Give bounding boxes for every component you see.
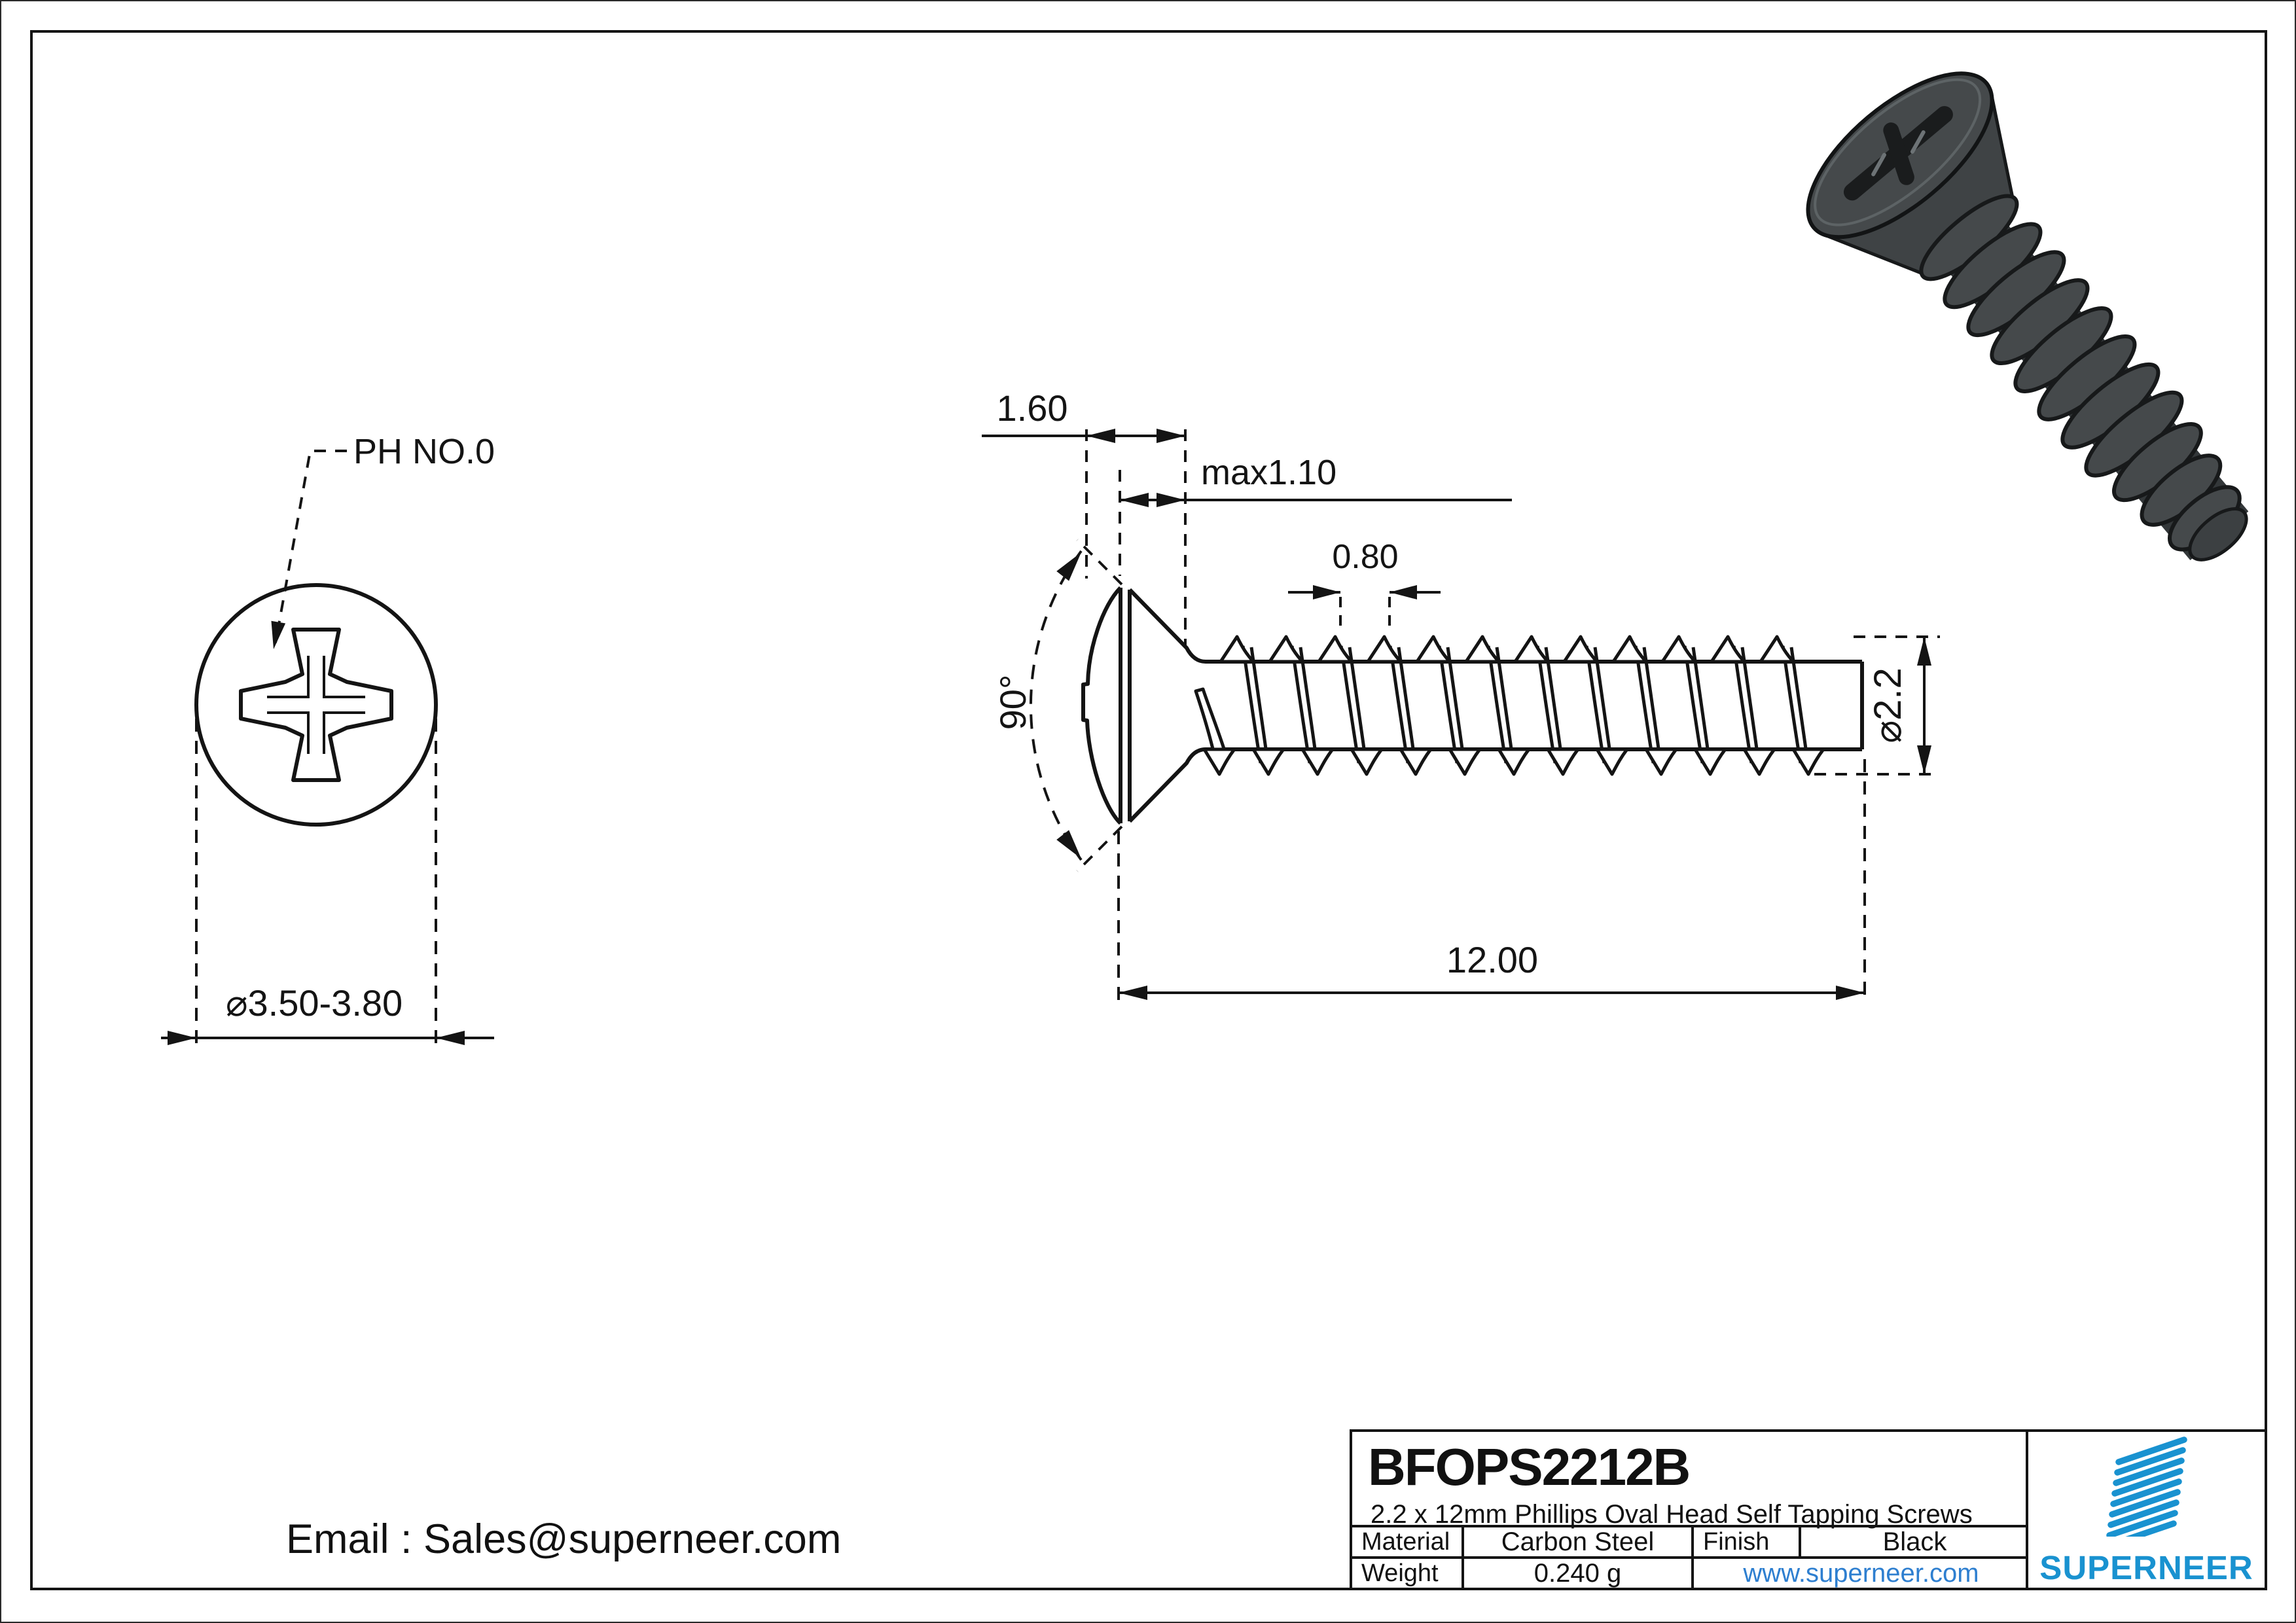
phillips-recess-outline xyxy=(239,628,393,782)
website-link[interactable]: www.superneer.com xyxy=(1691,1559,2028,1588)
finish-label: Finish xyxy=(1691,1527,1799,1556)
angle-label: 90° xyxy=(992,675,1033,730)
pitch-label: 0.80 xyxy=(1332,538,1398,576)
table-row: Weight 0.240 g www.superneer.com xyxy=(1352,1556,2028,1588)
head-diameter-label: ⌀3.50-3.80 xyxy=(226,982,403,1024)
dim-arrow xyxy=(436,1031,465,1045)
length-label: 12.00 xyxy=(1446,939,1538,980)
angle-arc xyxy=(1030,550,1083,861)
dim-arrow xyxy=(1917,637,1931,666)
brand-logo-panel: SUPERNEER xyxy=(2026,1432,2265,1588)
phillips-recess-inner xyxy=(267,656,365,754)
screw-head-rim xyxy=(1814,78,1982,226)
part-number: BFOPS2212B xyxy=(1368,1438,1691,1496)
dim-arrow xyxy=(1056,830,1081,859)
title-block: BFOPS2212B 2.2 x 12mm Phillips Oval Head… xyxy=(1350,1429,2267,1590)
material-label: Material xyxy=(1361,1527,1450,1556)
spec-table: Material Carbon Steel Finish Black Weigh… xyxy=(1352,1525,2028,1588)
dim-arrow xyxy=(1836,986,1865,1000)
recess-size-label: PH NO.0 xyxy=(353,432,495,471)
dim-arrow xyxy=(1313,585,1340,599)
ext-line xyxy=(1339,597,1391,632)
phillips-cross-3d xyxy=(1843,106,1953,201)
sheet-border-frame xyxy=(30,30,2267,1590)
dim-arrow xyxy=(168,1031,196,1045)
title-block-info: BFOPS2212B 2.2 x 12mm Phillips Oval Head… xyxy=(1352,1432,2028,1588)
cone-top xyxy=(1128,588,1206,664)
head-dia-extension-lines xyxy=(195,719,437,1048)
length-extension-lines xyxy=(1117,759,1866,1001)
head-dome-profile xyxy=(1081,586,1122,825)
brand-stripes-icon xyxy=(2106,1436,2187,1537)
weight-value: 0.240 g xyxy=(1462,1559,1691,1588)
weight-label: Weight xyxy=(1361,1559,1439,1587)
recess-depth-label: max1.10 xyxy=(1201,453,1336,492)
head-outline-circle xyxy=(194,583,438,827)
finish-value: Black xyxy=(1799,1527,2028,1556)
screw-tip xyxy=(2188,507,2248,562)
leader-arrowhead xyxy=(271,620,286,649)
angle-extension-lines xyxy=(1076,539,1123,872)
dim-arrow xyxy=(1157,493,1185,507)
brand-name: SUPERNEER xyxy=(2039,1549,2253,1586)
table-row: Material Carbon Steel Finish Black xyxy=(1352,1525,2028,1556)
material-value: Carbon Steel xyxy=(1462,1527,1691,1556)
dim-arrow xyxy=(1157,429,1185,443)
side-view xyxy=(982,429,1940,1001)
dim-arrow xyxy=(1056,552,1081,581)
thread-profile xyxy=(1202,635,1825,776)
part-description: 2.2 x 12mm Phillips Oval Head Self Tappi… xyxy=(1371,1500,1973,1529)
screw-3d-render xyxy=(1806,71,2249,562)
thread-diameter-label: ⌀2.2 xyxy=(1867,668,1909,743)
cone-bottom xyxy=(1128,747,1206,823)
recess-leader-line xyxy=(274,450,347,643)
head-height-label: 1.60 xyxy=(997,387,1068,429)
front-view xyxy=(161,450,494,1048)
dim-arrow xyxy=(1119,986,1147,1000)
dim-arrow xyxy=(1917,745,1931,774)
dim-arrow xyxy=(1390,585,1417,599)
dim-arrow xyxy=(1086,429,1115,443)
dim-arrow xyxy=(1120,493,1149,507)
screw-coils xyxy=(1919,194,2242,552)
contact-email: Email : Sales@superneer.com xyxy=(286,1516,842,1562)
